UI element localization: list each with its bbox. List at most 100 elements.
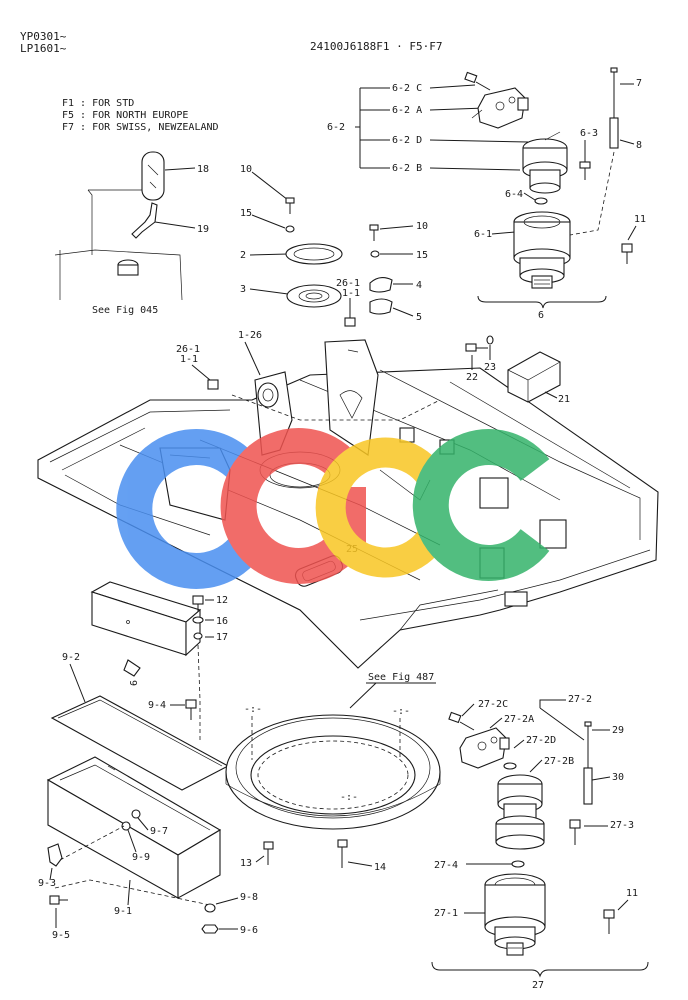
legend-f1: F1 : FOR STD [62, 98, 134, 109]
callout-9-2: 9-2 [62, 652, 80, 663]
bolt-11a [621, 243, 633, 264]
toolbox-body-9-1 [46, 756, 222, 899]
watermark-letter-c2 [315, 437, 443, 578]
bolt-22 [465, 343, 488, 352]
callout-27-2d: 27-2D [526, 735, 556, 746]
bolt-10b [369, 224, 379, 241]
callout-9-3: 9-3 [38, 878, 56, 889]
pad-4 [369, 277, 393, 293]
callout-19: 19 [197, 224, 209, 235]
callout-6-4: 6-4 [505, 189, 523, 200]
plate-3 [286, 284, 342, 308]
callout-27-1: 27-1 [434, 908, 458, 919]
callout-22: 22 [466, 372, 478, 383]
screw-9-5 [49, 895, 68, 905]
callout-27-2b: 27-2B [544, 756, 574, 767]
callout-27-2: 27-2 [568, 694, 592, 705]
ref-fig487: See Fig 487 [368, 672, 434, 683]
washer-15a [285, 225, 295, 233]
callout-27-2c: 27-2C [478, 699, 508, 710]
seal-ring-2 [285, 243, 343, 265]
motor-head-6-2b [522, 131, 568, 194]
callout-13: 13 [240, 858, 252, 869]
reduction-gear-27-1 [484, 873, 546, 956]
callout-5: 5 [416, 312, 422, 323]
clip-9 [123, 659, 141, 677]
bolt-11b [603, 909, 615, 934]
o-ring-27-2d [503, 762, 517, 770]
callout-23: 23 [484, 362, 496, 373]
legend-f7: F7 : FOR SWISS, NEWZEALAND [62, 122, 219, 133]
washer-16 [192, 616, 204, 624]
drawing-number: 24100J6188F1 · F5·F7 [310, 40, 442, 53]
washer-17 [193, 632, 203, 640]
callout-9: 9 [127, 680, 138, 686]
swing-bearing-ring [225, 714, 441, 830]
ref-fig045: See Fig 045 [92, 305, 158, 316]
callout-29: 29 [612, 725, 624, 736]
serial-range-1: YP0301~ [20, 30, 67, 43]
callout-3: 3 [240, 284, 246, 295]
callout-6-2a: 6-2 A [392, 105, 422, 116]
mark-center: -:- [340, 792, 358, 803]
cap-26-1b [207, 379, 219, 390]
valve-bolt-27-2c [448, 711, 475, 731]
relief-valve-6-2a [471, 87, 529, 129]
bolt-13 [263, 841, 274, 865]
washer-9-9 [121, 821, 131, 831]
callout-30: 30 [612, 772, 624, 783]
mark-right: -:- [392, 706, 410, 717]
callout-15a: 15 [240, 208, 252, 219]
bolt-9-4 [185, 699, 197, 720]
callout-27-4: 27-4 [434, 860, 458, 871]
callout-12: 12 [216, 595, 228, 606]
legend-f5: F5 : FOR NORTH EUROPE [62, 110, 188, 121]
bolt-6-3 [579, 161, 591, 180]
washer-23 [486, 335, 494, 345]
relief-valve-27-2a [459, 727, 510, 769]
callout-1-1b: 1-1 [180, 354, 198, 365]
cab-corner-group: See Fig 045 [54, 189, 183, 316]
nut-9-7 [131, 809, 141, 819]
callout-18: 18 [197, 164, 209, 175]
callout-9-6: 9-6 [240, 925, 258, 936]
callout-4: 4 [416, 280, 422, 291]
reduction-gear-6-1 [513, 211, 571, 289]
callout-9-1: 9-1 [114, 906, 132, 917]
cap-26-1a [344, 317, 356, 327]
pad-5 [369, 298, 393, 315]
latch-9-3 [47, 843, 63, 867]
callout-6-2c: 6-2 C [392, 83, 422, 94]
watermark-letter-g [220, 428, 366, 584]
level-gauge-29-30 [583, 721, 593, 805]
callout-9-7: 9-7 [150, 826, 168, 837]
callout-9-4: 9-4 [148, 700, 166, 711]
callout-6-1: 6-1 [474, 229, 492, 240]
callout-6-3: 6-3 [580, 128, 598, 139]
mirror-18 [141, 151, 196, 201]
level-gauge-7-8 [609, 67, 619, 149]
washer-15b [370, 250, 380, 258]
callout-6-2d: 6-2 D [392, 135, 422, 146]
callout-6-2b: 6-2 B [392, 163, 422, 174]
callout-10b: 10 [416, 221, 428, 232]
nut-9-6 [201, 924, 219, 934]
motor-head-27-2b [495, 774, 545, 850]
callout-9-5: 9-5 [52, 930, 70, 941]
o-ring-27-4 [511, 860, 525, 868]
callout-15b: 15 [416, 250, 428, 261]
callout-21: 21 [558, 394, 570, 405]
watermark-letter-c1 [116, 429, 266, 589]
callout-17: 17 [216, 632, 228, 643]
bolt-14 [337, 839, 348, 868]
serial-range-2: LP1601~ [20, 42, 67, 55]
watermark-logo [116, 428, 550, 589]
callout-6-2: 6-2 [327, 122, 345, 133]
o-ring-6-4 [534, 197, 548, 205]
callout-8: 8 [636, 140, 642, 151]
callout-11a: 11 [634, 214, 646, 225]
callout-2: 2 [240, 250, 246, 261]
callout-10a: 10 [240, 164, 252, 175]
callout-1-26: 1-26 [238, 330, 262, 341]
